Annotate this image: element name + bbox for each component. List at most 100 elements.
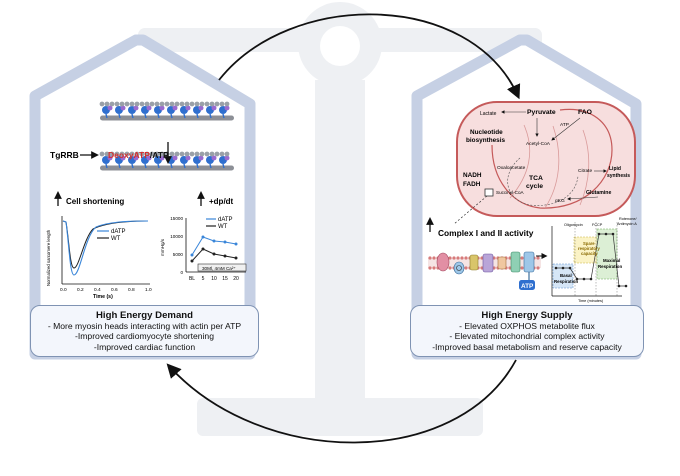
plot1-xtick: 1.0 bbox=[145, 287, 152, 293]
lipid-head bbox=[448, 266, 452, 270]
supply-line-3: -Improved basal metabolism and reserve c… bbox=[432, 341, 622, 352]
seahorse-spare: Spare bbox=[583, 241, 595, 246]
actin-subunit bbox=[209, 101, 215, 107]
actin-subunit bbox=[199, 101, 205, 107]
seahorse-xlabel: Time (minutes) bbox=[578, 299, 604, 303]
supply-line-2: - Elevated mitochondrial complex activit… bbox=[449, 331, 605, 342]
wt-point bbox=[223, 254, 227, 258]
lipid-head bbox=[428, 256, 432, 260]
seahorse-maximal2: Respiration bbox=[598, 264, 622, 269]
mito-tca: TCA bbox=[529, 175, 543, 182]
ocr-point bbox=[561, 266, 565, 270]
myosin-light-chain bbox=[198, 155, 204, 161]
myosin-light-chain bbox=[198, 105, 204, 111]
lipid-head bbox=[428, 266, 432, 270]
myosin-neck bbox=[144, 163, 147, 169]
myosin-neck bbox=[222, 113, 225, 119]
dpdt-plot: 30Ml, 4mM Ca²⁺ dATP WT mmHg/s 0500010000… bbox=[160, 216, 247, 282]
actin-subunit bbox=[224, 101, 230, 107]
ocr-point bbox=[604, 232, 608, 236]
plot2-xtick: 5 bbox=[202, 276, 205, 282]
mito-fadh: FADH bbox=[463, 181, 481, 188]
myosin-light-chain bbox=[159, 105, 165, 111]
supply-title: High Energy Supply bbox=[481, 310, 573, 321]
actin-subunit bbox=[134, 101, 140, 107]
lipid-head bbox=[536, 256, 540, 260]
actin-subunit bbox=[214, 101, 220, 107]
myosin-light-chain bbox=[172, 105, 178, 111]
supply-line-1: - Elevated OXPHOS metabolite flux bbox=[459, 321, 595, 331]
atp-label: /ATP bbox=[150, 150, 169, 160]
demand-line-3: -Improved cardiac function bbox=[93, 341, 196, 352]
seahorse-antimycin: Antimycin A bbox=[617, 222, 637, 226]
actin-subunit bbox=[104, 101, 110, 107]
plot1-legend-datp: dATP bbox=[111, 229, 126, 235]
seahorse-maximal: Maximal bbox=[603, 258, 620, 263]
atp-badge bbox=[519, 280, 535, 290]
actin-subunit bbox=[174, 101, 180, 107]
lipid-head bbox=[464, 266, 468, 270]
myosin-light-chain bbox=[185, 105, 191, 111]
plot1-xtick: 0.8 bbox=[128, 287, 135, 293]
lipid-head bbox=[520, 256, 524, 260]
ocr-point bbox=[611, 232, 615, 236]
demand-line-1: - More myosin heads interacting with act… bbox=[47, 321, 242, 331]
sarcomere-length-plot: dATP WT Normalized sarcomere length Time… bbox=[46, 216, 152, 300]
demand-line-2: -Improved cardiomyocyte shortening bbox=[75, 331, 214, 342]
dpdt-label: +dp/dt bbox=[209, 197, 234, 206]
actin-subunit bbox=[194, 101, 200, 107]
myosin-neck bbox=[170, 113, 173, 119]
cell-shortening-label: Cell shortening bbox=[66, 197, 124, 206]
myosin-light-chain bbox=[146, 105, 152, 111]
actin-subunit bbox=[119, 151, 125, 157]
seahorse-oligomycin: Oligomycin bbox=[564, 223, 583, 227]
mito-lipid: Lipid bbox=[609, 166, 621, 172]
mito-succinyl: Succinyl-CoA bbox=[496, 190, 525, 195]
actin-subunit bbox=[169, 101, 175, 107]
high-energy-demand-caption: High Energy Demand - More myosin heads i… bbox=[30, 305, 259, 357]
actin-subunit bbox=[129, 101, 135, 107]
actin-subunit bbox=[144, 151, 150, 157]
wt-point bbox=[212, 252, 216, 256]
plot2-ytick: 10000 bbox=[170, 234, 183, 239]
actin-subunit bbox=[204, 151, 210, 157]
ocr-point bbox=[617, 284, 621, 288]
plot2-xtick: BL bbox=[189, 276, 195, 282]
tgrrb-label: TgRRB bbox=[50, 150, 79, 160]
mito-cycle: cycle bbox=[526, 183, 543, 190]
wt-point bbox=[190, 259, 194, 263]
actin-subunit bbox=[149, 101, 155, 107]
actin-subunit bbox=[184, 151, 190, 157]
actin-subunit bbox=[114, 151, 120, 157]
myosin-light-chain bbox=[159, 155, 165, 161]
ocr-point bbox=[575, 277, 579, 281]
datp-trace bbox=[62, 220, 149, 276]
high-energy-supply-caption: High Energy Supply - Elevated OXPHOS met… bbox=[410, 305, 644, 357]
seahorse-rotenone: Rotenone/ bbox=[619, 217, 637, 221]
actin-subunit bbox=[204, 101, 210, 107]
datp-point bbox=[201, 235, 205, 239]
myosin-neck bbox=[183, 113, 186, 119]
mito-oxaloacetate: Oxaloacetate bbox=[497, 165, 526, 171]
electron-transport-membrane bbox=[428, 251, 541, 280]
lipid-head bbox=[520, 266, 524, 270]
deoxyatp-label: DeoxyATP bbox=[108, 150, 150, 160]
actin-subunit bbox=[159, 151, 165, 157]
myofilament-illustration bbox=[99, 101, 234, 171]
ocr-point bbox=[582, 277, 586, 281]
plot2-ytick: 0 bbox=[180, 270, 183, 275]
lipid-head bbox=[432, 266, 436, 270]
datp-point bbox=[223, 240, 227, 244]
mito-fao: FAO bbox=[578, 109, 592, 116]
plot2-points bbox=[190, 235, 238, 263]
myosin-light-chain bbox=[120, 155, 126, 161]
seahorse-basal2: Respiration bbox=[554, 279, 578, 284]
myosin-neck bbox=[157, 113, 160, 119]
seahorse-basal: Basal bbox=[560, 273, 572, 278]
mito-pyruvate: Pyruvate bbox=[527, 109, 556, 116]
myosin-light-chain bbox=[133, 155, 139, 161]
mito-lactate: Lactate bbox=[480, 111, 497, 117]
complex-inset-marker bbox=[484, 188, 494, 197]
myosin-neck bbox=[118, 163, 121, 169]
